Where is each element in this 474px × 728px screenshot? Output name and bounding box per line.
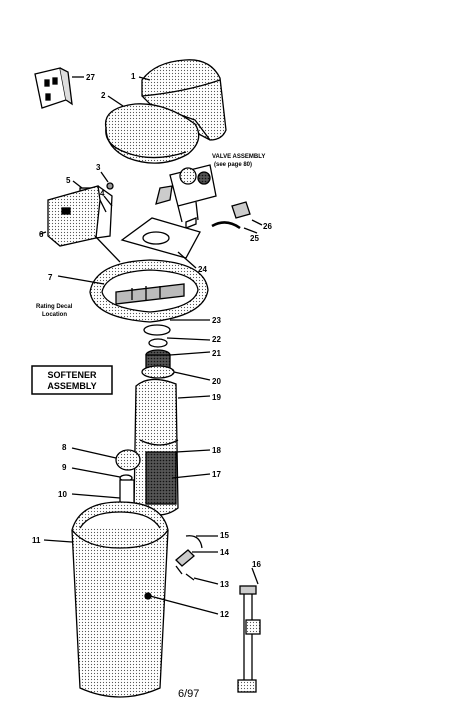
callout-24: 24 [198, 265, 207, 274]
callout-25: 25 [250, 234, 259, 243]
callout-13: 13 [220, 580, 229, 589]
callout-22: 22 [212, 335, 221, 344]
callout-20: 20 [212, 377, 221, 386]
callout-14: 14 [220, 548, 229, 557]
callout-26: 26 [263, 222, 272, 231]
callout-21: 21 [212, 349, 221, 358]
title-line-2: ASSEMBLY [47, 381, 96, 391]
callout-5: 5 [66, 176, 71, 185]
o-ring-part [148, 338, 168, 348]
valve-assembly-page-note: (see page 80) [214, 162, 252, 168]
callout-9: 9 [62, 463, 67, 472]
tank-top-rim-part [57, 259, 209, 323]
callout-10: 10 [58, 490, 67, 499]
bypass-parts [211, 201, 263, 234]
callout-17: 17 [212, 470, 221, 479]
brine-tank-part [43, 501, 169, 698]
callout-15: 15 [220, 531, 229, 540]
transformer-part [34, 67, 84, 109]
callout-6: 6 [39, 230, 44, 239]
callout-23: 23 [212, 316, 221, 325]
callout-12: 12 [220, 610, 229, 619]
callout-7: 7 [48, 273, 53, 282]
washer-part [143, 324, 171, 336]
page-number: 6/97 [178, 688, 200, 700]
top-fitting-part [141, 349, 211, 381]
brine-valve-part [237, 567, 261, 693]
callout-3: 3 [96, 163, 101, 172]
callout-8: 8 [62, 443, 67, 452]
valve-assembly-part [155, 164, 217, 229]
callout-1: 1 [131, 72, 136, 81]
callout-16: 16 [252, 560, 261, 569]
rating-decal-note: Rating Decal [36, 304, 73, 310]
callout-19: 19 [212, 393, 221, 402]
callout-11: 11 [32, 536, 41, 545]
valve-assembly-note: VALVE ASSEMBLY [212, 154, 265, 160]
rating-decal-location-note: Location [42, 312, 67, 318]
base-plate-part [120, 217, 201, 269]
salt-lid-part [104, 95, 200, 164]
softener-assembly-label-box: SOFTENER ASSEMBLY [31, 365, 113, 395]
callout-27: 27 [86, 73, 95, 82]
callout-18: 18 [212, 446, 221, 455]
distributor-part [145, 449, 211, 505]
callout-4: 4 [100, 189, 105, 198]
panel-bracket-part [39, 185, 121, 263]
title-line-1: SOFTENER [47, 370, 97, 380]
overflow-fittings [144, 535, 219, 615]
callout-2: 2 [101, 91, 106, 100]
